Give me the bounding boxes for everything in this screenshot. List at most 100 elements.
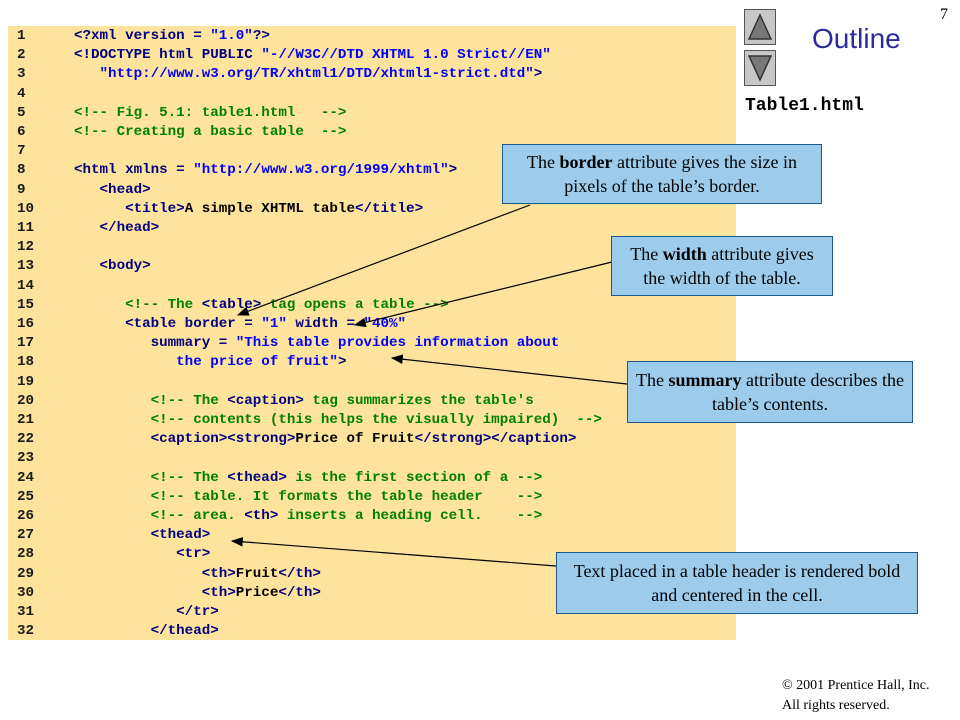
code-line: 18 the price of fruit"> (8, 353, 736, 372)
code-token-comment: <!-- Creating a basic table --> (74, 124, 347, 140)
code-line: 23 (8, 449, 736, 468)
code-line: 29 <th>Fruit</th> (8, 565, 736, 584)
triangle-down-icon (747, 55, 773, 82)
callout-text: Text placed in a table header is rendere… (573, 561, 901, 605)
code-text: <!-- The <thead> is the first section of… (74, 469, 543, 488)
line-number: 12 (17, 239, 35, 256)
code-token-comment: <!-- table. It formats the table header … (74, 488, 543, 505)
code-line: 1<?xml version = "1.0"?> (8, 27, 736, 46)
code-text: <caption><strong>Price of Fruit</strong>… (74, 430, 577, 449)
code-token-comment: tag summarizes the table's (303, 392, 534, 409)
line-number: 6 (17, 124, 26, 140)
code-token-comment: <!-- The (74, 469, 228, 486)
code-text: <!-- Creating a basic table --> (74, 123, 346, 142)
code-line: 14 (8, 277, 736, 296)
code-token-comment: inserts a heading cell. --> (278, 508, 543, 524)
table-header-callout: Text placed in a table header is rendere… (556, 552, 918, 614)
code-line: 32 </thead> (8, 622, 736, 641)
code-listing: 1<?xml version = "1.0"?>2<!DOCTYPE html … (8, 26, 736, 640)
code-token-tag: <th> (244, 508, 279, 524)
line-number: 20 (17, 392, 35, 409)
previous-slide-button[interactable] (744, 9, 776, 45)
code-token-tag: width = (286, 316, 364, 332)
border-arrow (236, 204, 531, 316)
code-token-plain: Fruit (235, 565, 279, 582)
code-token-string: the price of fruit" (176, 354, 338, 371)
code-text: <th>Price</th> (74, 584, 321, 603)
code-token-tag: <table border = (74, 316, 262, 332)
code-text: </head> (74, 219, 160, 238)
code-token-tag: <thead> (227, 469, 287, 486)
code-token-tag: </tr> (74, 604, 219, 620)
code-line: 26 <!-- area. <th> inserts a heading cel… (8, 507, 736, 526)
line-number: 18 (17, 354, 35, 371)
code-token-tag: > (533, 66, 543, 83)
code-token-plain: Price of Fruit (295, 431, 415, 448)
code-text: <th>Fruit</th> (74, 565, 321, 584)
line-number: 13 (17, 258, 35, 275)
callout-text: The (630, 244, 663, 264)
line-number: 15 (17, 296, 35, 313)
code-token-tag: <caption> (227, 392, 304, 409)
callout-keyword: border (559, 152, 613, 172)
line-number: 9 (17, 181, 26, 198)
line-number: 27 (17, 527, 35, 544)
code-text: <table border = "1" width = "40%" (74, 315, 406, 334)
width-attribute-callout: The width attribute gives the width of t… (611, 236, 833, 296)
code-token-comment: <!-- contents (this helps the visually i… (74, 412, 602, 428)
line-number: 22 (17, 431, 35, 448)
code-text: <html xmlns = "http://www.w3.org/1999/xh… (74, 161, 457, 180)
code-line: 12 (8, 238, 736, 257)
code-line: 6 <!-- Creating a basic table --> (8, 123, 736, 142)
line-number: 16 (17, 316, 35, 332)
code-line: 25 <!-- table. It formats the table head… (8, 488, 736, 507)
code-line: 21 <!-- contents (this helps the visuall… (8, 411, 736, 430)
code-token-plain: A simple XHTML table (184, 200, 355, 217)
code-text: <body> (74, 257, 151, 276)
callout-text: The (527, 152, 560, 172)
outline-title[interactable]: Outline (812, 23, 901, 54)
code-line: 19 (8, 373, 736, 392)
code-line: 30 <th>Price</th> (8, 584, 736, 603)
code-token-string: "1" (261, 316, 287, 332)
code-token-tag: <title> (74, 200, 185, 217)
code-text: <!-- The <caption> tag summarizes the ta… (74, 392, 534, 411)
code-line: 9 <head> (8, 181, 736, 200)
code-token-tag: <?xml version = (74, 28, 211, 44)
code-token-tag: </head> (74, 220, 160, 236)
callout-keyword: width (662, 244, 707, 264)
code-line: 31 </tr> (8, 603, 736, 622)
copyright-line: All rights reserved. (782, 698, 890, 713)
code-text: <!-- table. It formats the table header … (74, 488, 543, 507)
code-token-tag: <thead> (74, 527, 211, 544)
code-line: 10 <title>A simple XHTML table</title> (8, 200, 736, 219)
code-text: <title>A simple XHTML table</title> (74, 200, 423, 219)
summary-attribute-callout: The summary attribute describes the tabl… (627, 361, 913, 423)
callout-text: attribute describes the table’s contents… (712, 370, 904, 414)
code-line: 4 (8, 85, 736, 104)
code-line: 2<!DOCTYPE html PUBLIC "-//W3C//DTD XHTM… (8, 46, 736, 65)
code-text: the price of fruit"> (74, 353, 346, 372)
code-line: 27 <thead> (8, 526, 736, 545)
line-number: 4 (17, 85, 26, 102)
line-number: 5 (17, 104, 26, 121)
page-number: 7 (940, 6, 948, 23)
code-token-tag: <html xmlns = (74, 162, 194, 179)
line-number: 21 (17, 412, 35, 428)
line-number: 24 (17, 469, 35, 486)
callout-text: attribute gives the width of the table. (643, 244, 814, 288)
border-attribute-callout: The border attribute gives the size in p… (502, 144, 822, 204)
line-number: 23 (17, 450, 35, 467)
callout-text: The (636, 370, 669, 390)
code-token-string: "-//W3C//DTD XHTML 1.0 Strict//EN" (261, 47, 551, 64)
code-text: <head> (74, 181, 151, 200)
line-number: 7 (17, 143, 26, 160)
next-slide-button[interactable] (744, 50, 776, 86)
code-line: 20 <!-- The <caption> tag summarizes the… (8, 392, 736, 411)
file-name: Table1.html (745, 96, 864, 116)
code-text: <!DOCTYPE html PUBLIC "-//W3C//DTD XHTML… (74, 46, 551, 65)
code-text: "http://www.w3.org/TR/xhtml1/DTD/xhtml1-… (74, 65, 543, 84)
code-line: 3 "http://www.w3.org/TR/xhtml1/DTD/xhtml… (8, 65, 736, 84)
width-arrow (353, 261, 613, 328)
